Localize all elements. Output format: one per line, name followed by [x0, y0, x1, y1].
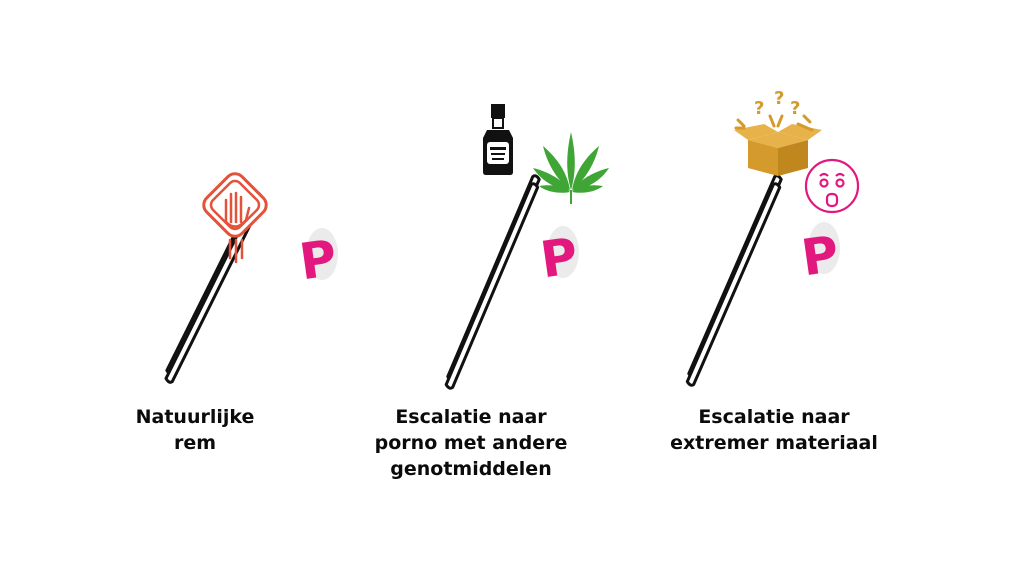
- cannabis-leaf-icon: [533, 132, 609, 204]
- stop-hand-icon: [202, 172, 268, 264]
- caption-escalation-extreme: Escalatie naar extremer materiaal: [670, 406, 878, 454]
- shocked-face-icon: [804, 158, 860, 214]
- panel-2-drawing: P: [444, 104, 609, 390]
- question-mark: ?: [790, 98, 800, 119]
- panel-escalation-substances: P Escalatie naar porno met andere genotm…: [341, 0, 682, 563]
- ladder-rail-right: [444, 182, 540, 390]
- ladder-rail-right: [685, 182, 782, 387]
- question-mark: ?: [774, 88, 784, 109]
- p-shadow: [306, 228, 338, 280]
- panel-3-drawing: ? ? ? P: [685, 88, 860, 387]
- ladder-icon: [444, 174, 541, 390]
- caption-natural-brake: Natuurlijke rem: [135, 406, 255, 454]
- ladder-icon: [685, 174, 783, 387]
- brand-p-mark: P: [537, 227, 581, 290]
- panel-escalation-extreme: ? ? ? P Escalatie naar extremer materiaa…: [670, 0, 1024, 563]
- liquor-bottle-icon: [483, 104, 513, 175]
- panel-1-drawing: P: [164, 172, 340, 384]
- brand-p-mark: P: [296, 229, 340, 292]
- caption-escalation-substances: Escalatie naar porno met andere genotmid…: [374, 406, 568, 480]
- panel-natural-brake: P Natuurlijke rem: [0, 0, 341, 563]
- question-mark: ?: [754, 98, 764, 119]
- brand-p-mark: P: [798, 225, 842, 288]
- p-shadow: [808, 222, 840, 274]
- mystery-box-icon: ? ? ?: [734, 88, 822, 176]
- p-shadow: [547, 226, 579, 278]
